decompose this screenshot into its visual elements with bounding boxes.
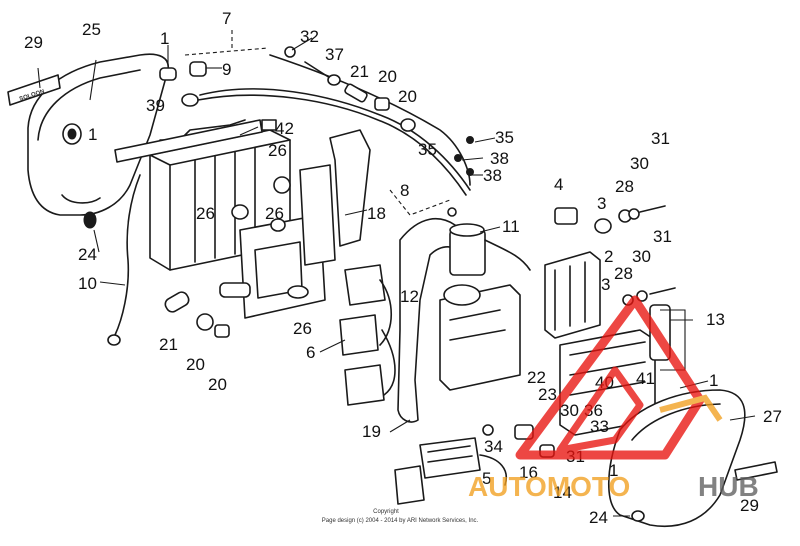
part-label: 42 (275, 119, 294, 138)
bolt-stack-upper (594, 205, 666, 234)
part-label: 14 (553, 483, 572, 502)
part-label: 38 (490, 149, 509, 168)
watermark-text-main: AUTOMOTO (468, 471, 630, 502)
part-label: 20 (378, 67, 397, 86)
part-label: 4 (554, 175, 563, 194)
part-label: 25 (82, 20, 101, 39)
part-label: 29 (740, 496, 759, 515)
part-label: 3 (597, 194, 606, 213)
part-label: 20 (186, 355, 205, 374)
part-label: 28 (615, 177, 634, 196)
part-label: 31 (653, 227, 672, 246)
part-label: 8 (400, 181, 409, 200)
part-label: 1 (160, 29, 169, 48)
part-label: 1 (709, 371, 718, 390)
part-label: 6 (306, 343, 315, 362)
emblem-tag: SOLOON (7, 74, 61, 106)
part-label: 11 (502, 217, 520, 236)
copyright-line1: Copyright (373, 509, 399, 515)
small-hardware-top (284, 46, 474, 217)
part-label: 10 (78, 274, 97, 293)
part-label: 3 (601, 275, 610, 294)
part-label: 35 (495, 128, 514, 147)
part-label: 24 (78, 245, 97, 264)
part-label: 30 (630, 154, 649, 173)
part-label: 12 (400, 287, 419, 306)
part-label: 7 (222, 9, 231, 28)
automotohub-watermark: AUTOMOTO HUB (468, 295, 759, 502)
part-label: 30 (560, 401, 579, 420)
part-label: 26 (268, 141, 287, 160)
relay-connectors (339, 264, 396, 406)
part-label: 20 (398, 87, 417, 106)
cdi-unit (394, 437, 507, 505)
part-label: 39 (146, 96, 165, 115)
group-bracket-8 (389, 189, 451, 216)
part-label: 1 (88, 125, 97, 144)
part-label: 32 (300, 27, 319, 46)
part-label: 23 (538, 385, 557, 404)
part-label: 21 (350, 62, 369, 81)
ignition-coil-assembly (439, 223, 531, 391)
part-label: 18 (367, 204, 386, 223)
emblem-tag-right (734, 461, 778, 481)
part-label: 19 (362, 422, 381, 441)
grommets-top (159, 61, 207, 107)
frame-bracket (329, 129, 371, 247)
watermark-text-hub: HUB (698, 471, 759, 502)
part-label: 26 (196, 204, 215, 223)
part-label: 13 (706, 310, 725, 329)
part-label: 37 (325, 45, 344, 64)
side-cover-left (27, 53, 169, 216)
part-label: 21 (159, 335, 178, 354)
part-number-labels: 29 25 1 7 32 37 9 21 20 20 39 1 42 35 35… (24, 9, 782, 527)
part-label: 26 (265, 204, 284, 223)
main-wiring (197, 54, 471, 196)
part-label: 20 (208, 375, 227, 394)
part-label: 30 (632, 247, 651, 266)
part-label: 16 (519, 463, 538, 482)
part-label: 1 (609, 461, 618, 480)
group-bracket-7 (184, 30, 269, 56)
part-label: 2 (604, 247, 613, 266)
battery-bracket (114, 119, 263, 163)
part-label: 35 (418, 140, 437, 159)
electrical-panel-frame (397, 218, 471, 423)
part-label: 38 (483, 166, 502, 185)
side-cover-right (607, 389, 746, 527)
part-label: 31 (651, 129, 670, 148)
group-bracket-13 (660, 309, 686, 371)
part-label: 24 (589, 508, 608, 527)
part-label: 5 (482, 469, 491, 488)
part-label: 26 (293, 319, 312, 338)
part-label: 29 (24, 33, 43, 52)
part-label: 27 (763, 407, 782, 426)
part-label: 33 (590, 417, 609, 436)
leader-lines (37, 37, 756, 517)
part-label: 9 (222, 60, 231, 79)
fuse-parts-left (164, 282, 309, 338)
fuse-holder (554, 207, 578, 225)
rectifier (544, 251, 601, 339)
part-label: 22 (527, 368, 546, 387)
part-label: 28 (614, 264, 633, 283)
copyright-line2: Page design (c) 2004 - 2014 by ARI Netwo… (322, 518, 479, 524)
part-label: 34 (484, 437, 503, 456)
part-label: 41 (636, 369, 655, 388)
battery-cable (114, 174, 141, 336)
